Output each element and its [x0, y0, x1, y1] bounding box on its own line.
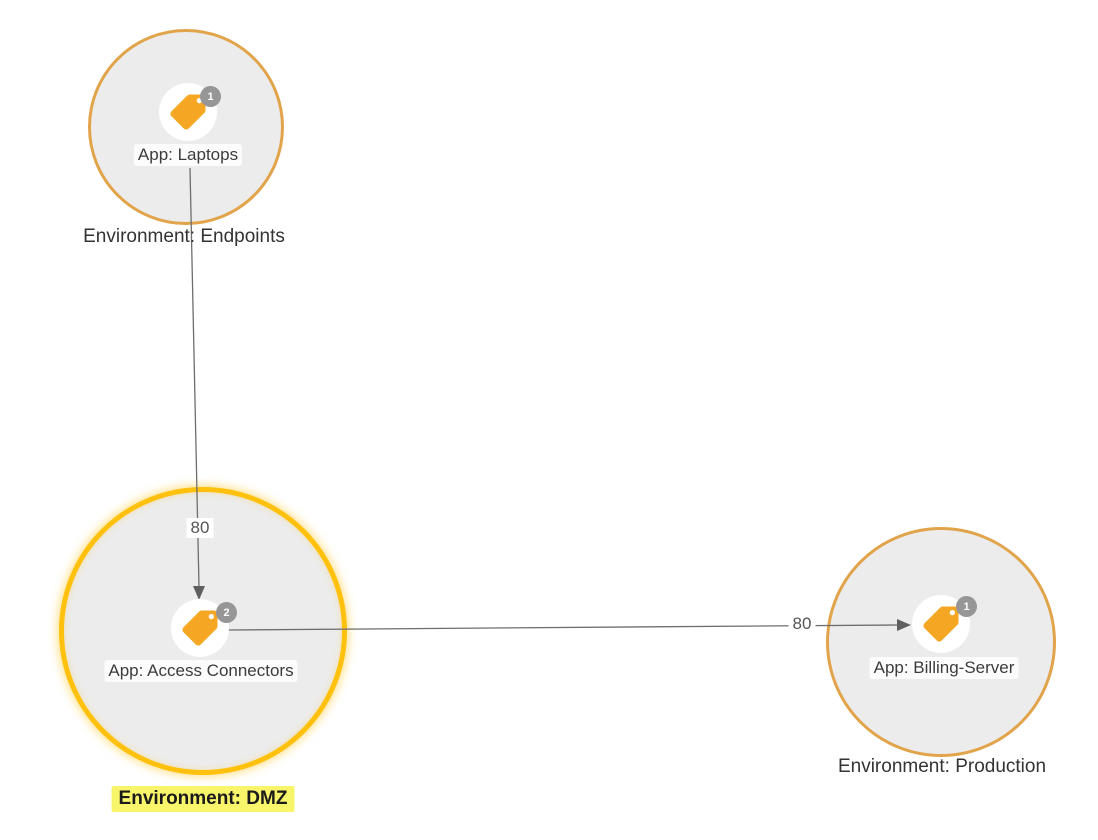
- app-label-laptops[interactable]: App: Laptops: [133, 144, 243, 166]
- edge-access-connectors-to-billing-server: [227, 619, 911, 631]
- traffic-link-line[interactable]: [189, 167, 200, 588]
- tag-icon: [182, 610, 218, 646]
- tag-icon: [170, 94, 206, 130]
- port-label-80[interactable]: 80: [186, 518, 214, 538]
- env-label-endpoints: Environment: Endpoints: [83, 226, 285, 247]
- arrowhead-icon: [193, 586, 205, 600]
- arrowhead-icon: [897, 619, 911, 631]
- tag-icon: [923, 606, 959, 642]
- traffic-link-line[interactable]: [227, 624, 898, 631]
- env-label-dmz-highlighted: Environment: DMZ: [111, 786, 295, 812]
- app-label-billing-server[interactable]: App: Billing-Server: [869, 657, 1019, 679]
- count-badge: 2: [216, 602, 237, 623]
- app-node-laptops[interactable]: [159, 83, 217, 141]
- count-badge: 1: [956, 596, 977, 617]
- env-label-production: Environment: Production: [837, 756, 1047, 777]
- count-badge: 1: [200, 86, 221, 107]
- edge-laptops-to-access-connectors: [189, 167, 205, 600]
- port-label-80[interactable]: 80: [788, 614, 816, 634]
- app-label-access-connectors[interactable]: App: Access Connectors: [104, 660, 298, 682]
